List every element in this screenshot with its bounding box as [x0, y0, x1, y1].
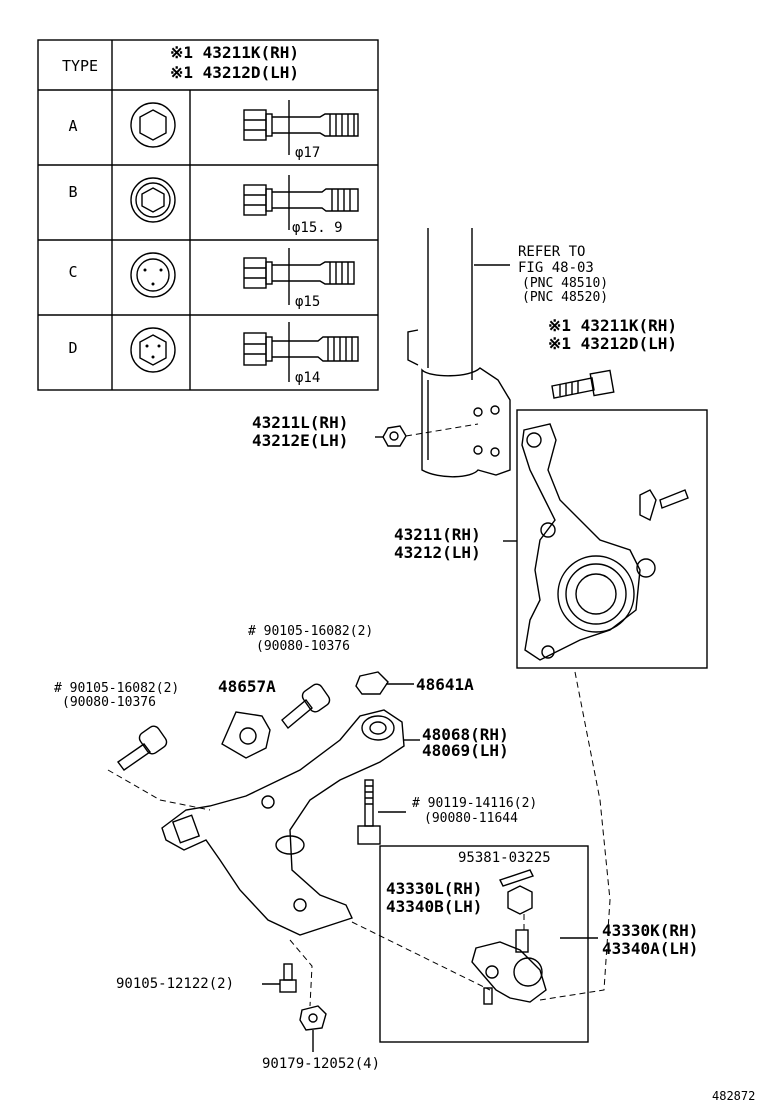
screw2-label-b: (90080-10376 — [62, 695, 156, 710]
bolt-head-a-icon — [130, 102, 176, 148]
refer-text-2: FIG 48-03 — [518, 260, 594, 276]
bolt-lh-label: ※1 43212D(LH) — [548, 334, 677, 353]
bracket-label: 48657A — [218, 677, 276, 696]
bolt-side-d-icon — [243, 322, 359, 382]
knuckle-rh-label: 43211(RH) — [394, 525, 481, 544]
strut-bolt-icon — [551, 369, 615, 399]
bolt-side-b-icon — [243, 175, 359, 230]
nut-rh-label: 43211L(RH) — [252, 413, 348, 432]
table-header-lh: ※1 43212D(LH) — [170, 63, 299, 82]
dim-d: φ14 — [295, 370, 320, 386]
table-row-type-d: D — [68, 339, 77, 357]
table-row-type-c: C — [68, 263, 77, 281]
bolt-side-a-icon — [243, 100, 359, 155]
nut-lh-label: 43212E(LH) — [252, 431, 348, 450]
dim-c: φ15 — [295, 294, 320, 310]
refer-text-3: (PNC 48510) — [522, 276, 608, 291]
table-row-type-b: B — [68, 183, 77, 201]
bottom-bolt-icon — [279, 963, 297, 993]
lower-control-arm-icon — [161, 709, 405, 936]
bottom-nut-icon — [299, 1005, 327, 1031]
pin-label: 95381-03225 — [458, 850, 551, 866]
knuckle-box — [516, 409, 708, 669]
bolt3-label-a: # 90119-14116(2) — [412, 796, 537, 811]
screw2-label-a: # 90105-16082(2) — [54, 681, 179, 696]
castle-nut-icon — [507, 885, 533, 915]
knuckle-lh-label: 43212(LH) — [394, 543, 481, 562]
bolt4-label: 90105-12122(2) — [116, 976, 234, 992]
bolt-head-c-icon — [130, 252, 176, 298]
table-row-type-a: A — [68, 117, 77, 135]
screw1-label-b: (90080-10376 — [256, 639, 350, 654]
bolt-head-d-icon — [130, 327, 176, 373]
arm-lh-label: 48069(LH) — [422, 741, 509, 760]
vertical-bolt-icon — [357, 779, 381, 845]
bolt-rh-label: ※1 43211K(RH) — [548, 316, 677, 335]
bolt-side-c-icon — [243, 248, 355, 305]
bolt-type-table: TYPE ※1 43211K(RH) ※1 43212D(LH) A B C D — [37, 39, 379, 391]
ball-joint-rh-label: 43330K(RH) — [602, 921, 698, 940]
screw1-label-a: # 90105-16082(2) — [248, 624, 373, 639]
refer-text-4: (PNC 48520) — [522, 290, 608, 305]
cotter-pin-icon — [499, 869, 534, 887]
bolt-head-b-icon — [130, 177, 176, 223]
bushing-bracket-icon — [221, 711, 271, 759]
arm-rh-label: 48068(RH) — [422, 725, 509, 744]
dim-a: φ17 — [295, 145, 320, 161]
figure-id: 482872 — [712, 1089, 755, 1103]
ball-joint-lh-label: 43340A(LH) — [602, 939, 698, 958]
bolt3-label-b: (90080-11644 — [424, 811, 518, 826]
shock-absorber-strut — [407, 228, 511, 478]
dim-b: φ15. 9 — [292, 220, 343, 236]
nut2-label: 48641A — [416, 675, 474, 694]
strut-nut-icon — [382, 425, 407, 447]
table-header-rh: ※1 43211K(RH) — [170, 43, 299, 62]
ball-joint-icon — [471, 929, 547, 1005]
flange-nut-icon — [355, 671, 389, 695]
refer-text-1: REFER TO — [518, 244, 585, 260]
castle-nut-rh-label: 43330L(RH) — [386, 879, 482, 898]
ball-joint-box — [379, 845, 589, 1043]
steering-knuckle-icon — [521, 423, 689, 661]
screw-left-icon — [117, 725, 168, 771]
table-header-type: TYPE — [62, 57, 98, 75]
screw-right-icon — [281, 683, 331, 730]
nut4-label: 90179-12052(4) — [262, 1056, 380, 1072]
castle-nut-lh-label: 43340B(LH) — [386, 897, 482, 916]
